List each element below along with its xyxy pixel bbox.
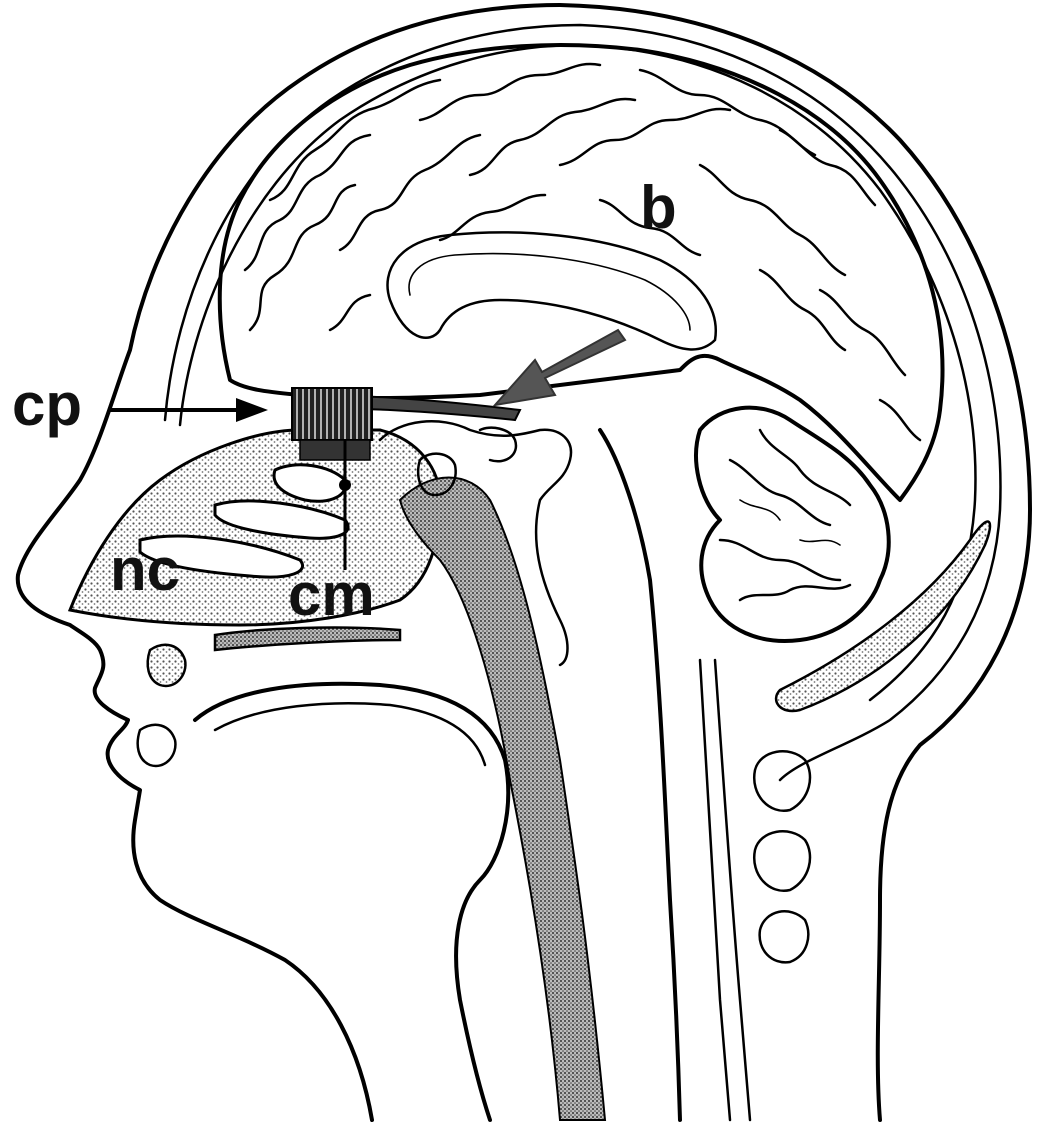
olfactory-bulb-arrow xyxy=(495,330,625,405)
vertebrae xyxy=(754,751,810,962)
label-b: b xyxy=(640,174,677,241)
cribriform-plate-block xyxy=(292,388,372,440)
pharynx-wall xyxy=(400,478,605,1121)
corpus-callosum xyxy=(388,232,716,349)
clivus xyxy=(480,428,516,462)
label-cp: cp xyxy=(12,371,82,438)
teeth xyxy=(138,645,186,766)
hard-palate xyxy=(215,628,400,650)
tongue-line xyxy=(215,703,485,765)
corpus-callosum-inner xyxy=(409,254,690,330)
spinal-cord-line xyxy=(700,660,730,1120)
label-cm: cm xyxy=(288,561,375,628)
cerebellum xyxy=(696,408,889,641)
brainstem xyxy=(600,430,680,1120)
cp-arrow xyxy=(108,398,268,422)
olfactory-epithelium xyxy=(300,440,370,460)
occipital-bone xyxy=(776,521,990,710)
label-nc: nc xyxy=(110,536,180,603)
oral-cavity xyxy=(195,684,508,1120)
spinal-cord-line-2 xyxy=(715,660,750,1120)
